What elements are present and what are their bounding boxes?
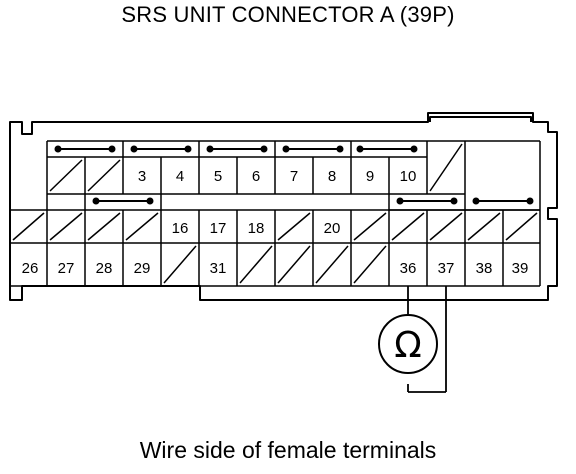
empty-cavity-slashes <box>12 143 538 284</box>
pin-label: 3 <box>138 168 146 185</box>
pin-label: 20 <box>324 220 341 237</box>
shorting-bars <box>54 145 534 205</box>
pin-label: 4 <box>176 168 184 185</box>
pin-label: 26 <box>22 260 39 277</box>
pin-label: 7 <box>290 168 298 185</box>
pin-label: 8 <box>328 168 336 185</box>
pin-label: 29 <box>134 260 151 277</box>
connector-title: SRS UNIT CONNECTOR A (39P) <box>121 2 455 27</box>
diagram-caption: Wire side of female terminals <box>139 437 437 463</box>
ohmmeter-leads <box>407 286 447 393</box>
pin-label: 18 <box>248 220 265 237</box>
pin-label: 6 <box>252 168 260 185</box>
pin-label: 28 <box>96 260 113 277</box>
pin-labels: 3 4 5 6 7 8 9 10 16 17 18 20 26 27 28 29… <box>22 168 529 277</box>
ohmmeter-circle <box>378 314 438 374</box>
pin-label: 38 <box>476 260 493 277</box>
pin-label: 31 <box>210 260 227 277</box>
terminal-grid <box>10 140 541 287</box>
pin-label: 9 <box>366 168 374 185</box>
pin-label: 37 <box>438 260 455 277</box>
pin-label: 17 <box>210 220 227 237</box>
ohm-symbol-icon: Ω <box>394 325 422 366</box>
pin-label: 36 <box>400 260 417 277</box>
pin-label: 39 <box>512 260 529 277</box>
pin-label: 10 <box>400 168 417 185</box>
connector-latch <box>429 116 532 122</box>
pin-label: 16 <box>172 220 189 237</box>
pin-label: 5 <box>214 168 222 185</box>
pin-label: 27 <box>58 260 75 277</box>
